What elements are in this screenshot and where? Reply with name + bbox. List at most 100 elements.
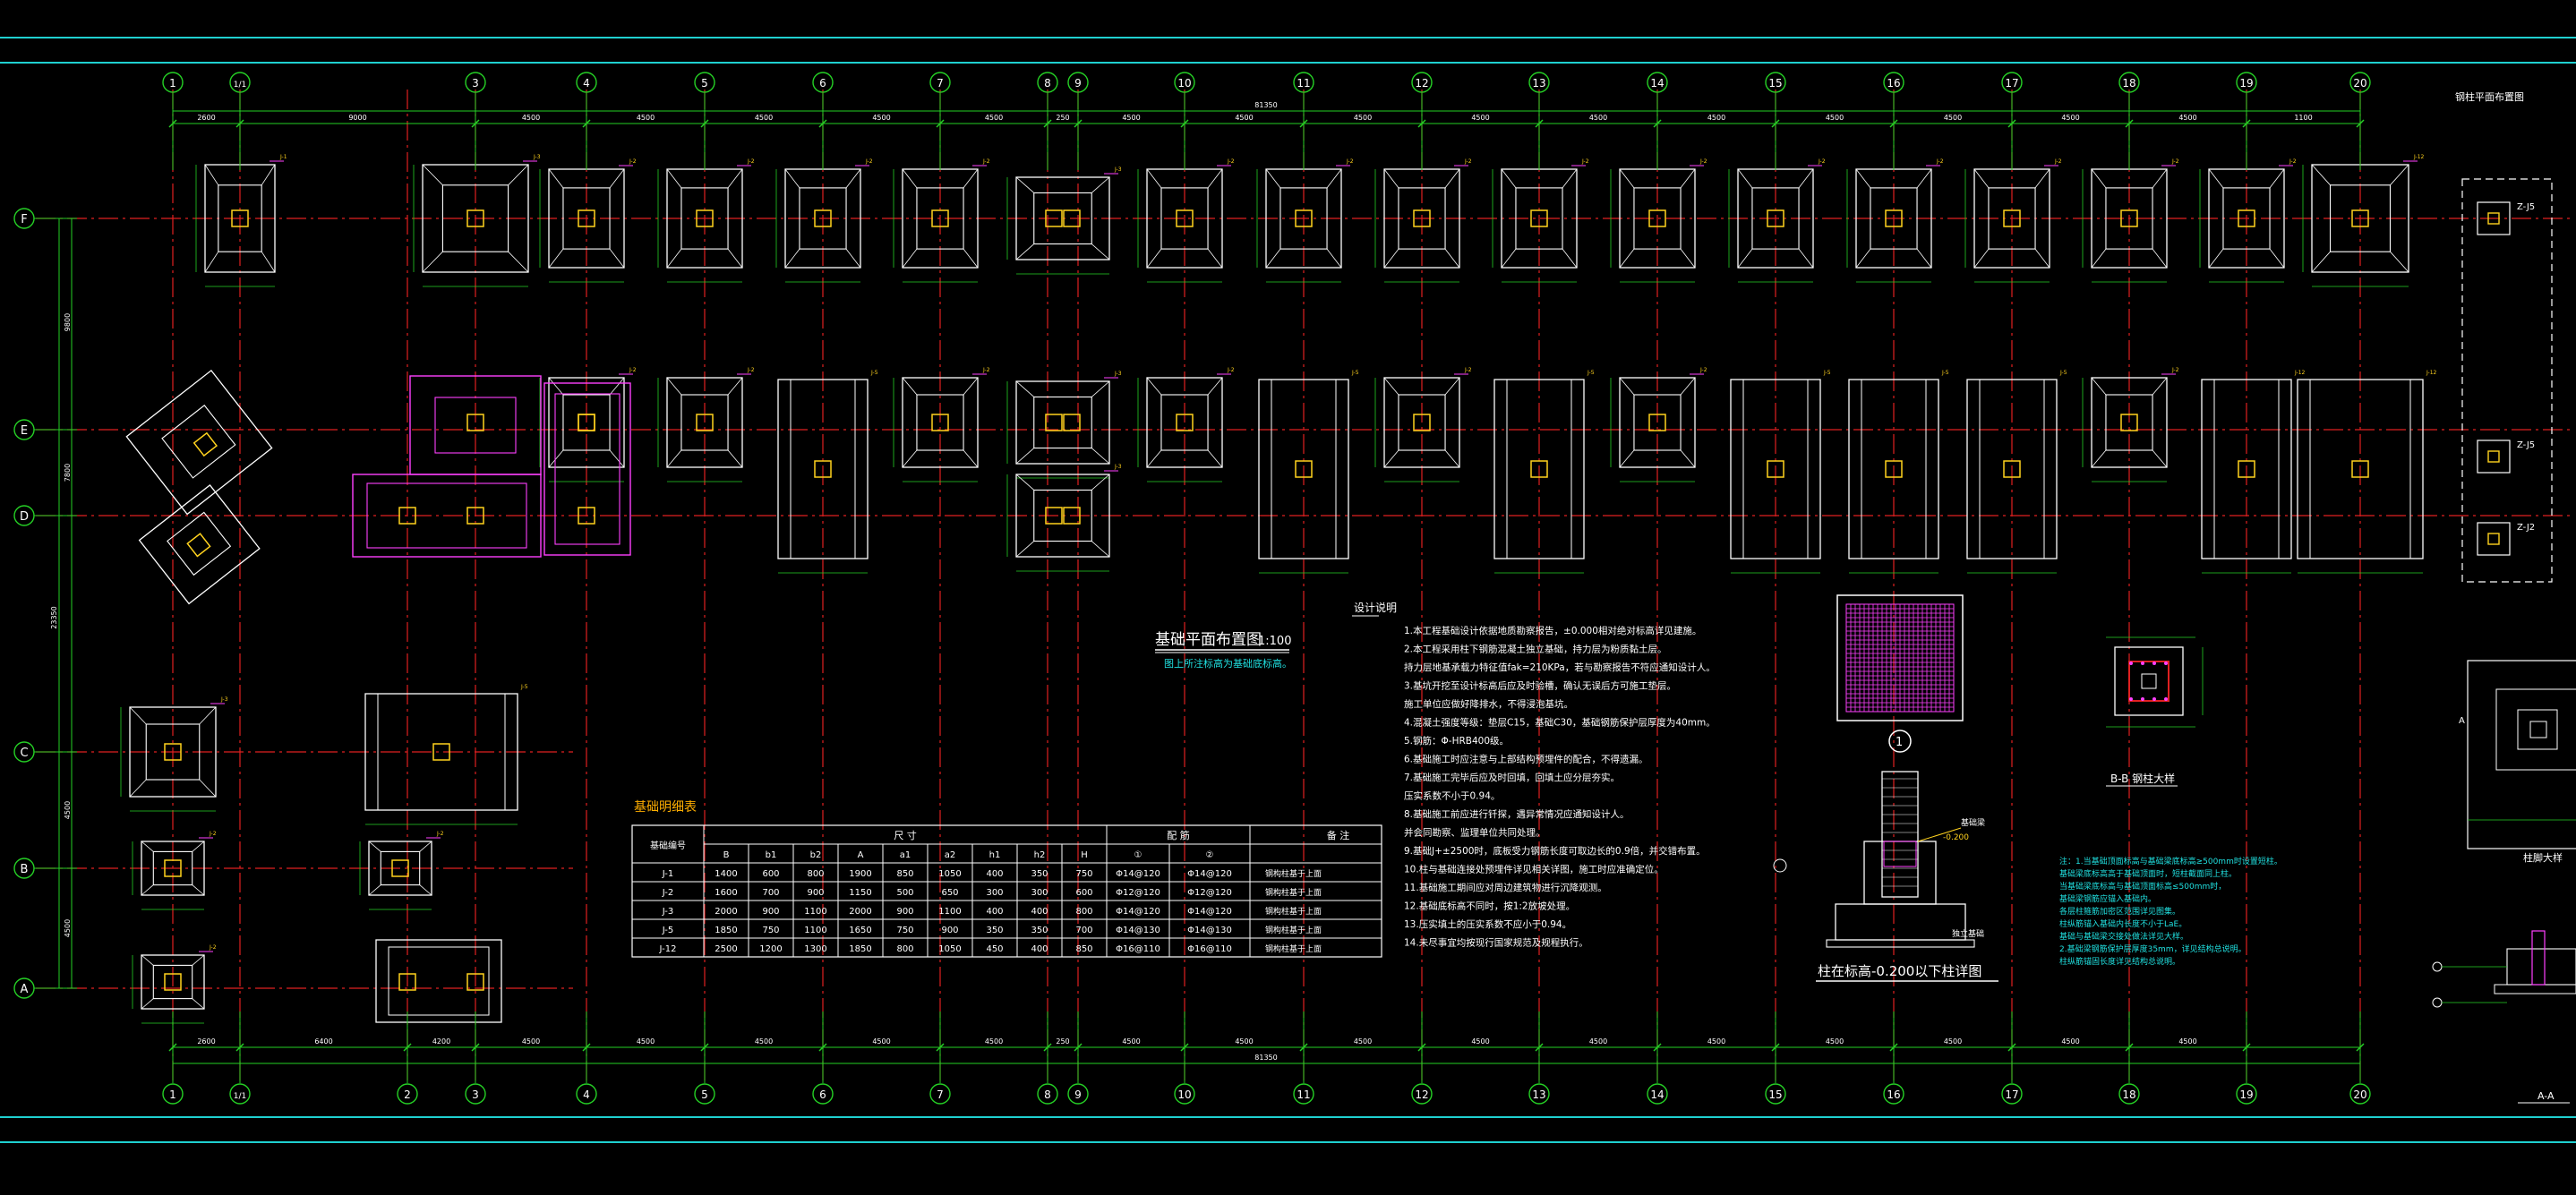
axis-bubble-top <box>1067 72 1089 93</box>
axis-label-top: 6 <box>819 77 826 90</box>
axis-label-top: 5 <box>701 77 708 90</box>
dim-label: 4500 <box>1589 114 1607 122</box>
row-label: C <box>20 747 28 760</box>
dim-total-label: 81350 <box>1254 1054 1277 1062</box>
table-cell: J-1 <box>662 869 674 879</box>
footing-edge <box>2034 168 2050 189</box>
notes-item: 施工单位应做好降排水，不得浸泡基坑。 <box>1404 698 1573 710</box>
footing-edge <box>192 884 205 896</box>
column-mark <box>814 209 832 227</box>
footing-edge <box>845 248 861 269</box>
dim-label: 4500 <box>1235 114 1253 122</box>
footing-edge <box>1383 449 1399 468</box>
footing-edge <box>1146 248 1162 269</box>
column-mark <box>1885 209 1903 227</box>
footing-edge <box>1973 248 1990 269</box>
dim-label: 250 <box>1056 1037 1069 1046</box>
column-mark <box>466 209 484 227</box>
table-cell: 1100 <box>804 907 826 917</box>
table-col-header: A <box>858 850 864 860</box>
footing-inner <box>145 723 201 781</box>
magenta-rect <box>352 474 542 558</box>
footing-edge <box>1091 541 1110 558</box>
aa-drawing: A <box>2432 660 2576 1104</box>
footing-edge <box>2390 164 2409 186</box>
column-mark <box>1176 414 1194 431</box>
footing-edge <box>1207 449 1223 468</box>
steel-col-tag: Z-J5 <box>2517 440 2535 450</box>
column-mark <box>398 507 416 525</box>
footing-edge <box>1444 377 1460 396</box>
footing-edge <box>192 841 205 852</box>
table-col-header: 基础编号 <box>650 840 686 851</box>
footing: J-3 <box>1006 371 1122 479</box>
footing-inner <box>562 187 611 250</box>
column-mark <box>1767 209 1784 227</box>
magenta-footing-group <box>352 375 631 558</box>
bb-outer <box>2114 646 2184 716</box>
axis-bubble-top <box>1037 72 1058 93</box>
dim-label: 4500 <box>755 1037 773 1046</box>
aa-outer <box>2467 660 2576 849</box>
footing-tag: J-3 <box>1114 166 1122 173</box>
footing-edge <box>902 449 918 468</box>
notes-item: 13.压实填土的压实系数不应小于0.94。 <box>1404 918 1571 930</box>
footing-edge <box>141 884 154 896</box>
notes-item: 10.柱与基础连接处预埋件详见相关详图，施工时应准确定位。 <box>1404 864 1664 875</box>
table-cell: 1650 <box>849 926 871 935</box>
magenta-rect-inner <box>554 393 620 545</box>
footing-outer <box>1015 474 1110 558</box>
notes-item: 压实系数不小于0.94。 <box>1404 790 1500 802</box>
table-cell: 900 <box>896 907 913 917</box>
column-mark <box>1063 414 1081 431</box>
table-cell: 750 <box>1075 869 1092 879</box>
footing-inner <box>1033 396 1092 449</box>
table-cell: 650 <box>941 888 958 898</box>
table-cell: 1150 <box>849 888 871 898</box>
footing-tag: J-2 <box>1699 367 1707 373</box>
axis-label-top: 19 <box>2239 77 2253 90</box>
rotated-inner <box>167 511 232 576</box>
axis-label-bottom: 13 <box>1532 1088 1545 1101</box>
table-col-header: a1 <box>900 850 911 860</box>
dim-label: 4500 <box>755 114 773 122</box>
column-mark <box>1063 507 1081 525</box>
axis-bubble-top <box>465 72 486 93</box>
footing-inner <box>1633 394 1682 451</box>
dim-label: 4500 <box>1122 1037 1140 1046</box>
axis-bubble-bottom <box>229 1083 251 1105</box>
axis-bubble-bottom <box>1293 1083 1314 1105</box>
footing-edge <box>548 168 564 189</box>
strip-inner <box>1742 379 1809 559</box>
footing-outer <box>548 377 625 468</box>
axis-label-bottom: 2 <box>404 1088 411 1101</box>
axis-label-top: 20 <box>2353 77 2366 90</box>
footing-outer <box>141 841 205 896</box>
footing-tag: J-2 <box>209 831 217 837</box>
footing-edge <box>199 779 217 798</box>
footing-strip: J-5 <box>1848 370 1949 574</box>
table-cell: Φ14@120 <box>1116 869 1160 879</box>
footing-edge <box>1091 380 1110 397</box>
footing: J-12 <box>2302 154 2425 287</box>
axis-bubble-top <box>2001 72 2023 93</box>
table-cell: Φ14@120 <box>1187 869 1232 879</box>
footing-edge <box>902 248 918 269</box>
footing-edge <box>1091 448 1110 465</box>
footing-inner <box>680 394 729 451</box>
column-mark <box>164 859 182 877</box>
dim-label: 4500 <box>1944 1037 1962 1046</box>
footing-edge <box>2152 248 2168 269</box>
footing: J-2 <box>1374 158 1472 283</box>
footing: J-2 <box>539 367 637 482</box>
bb-rebar <box>2152 697 2156 701</box>
table-cell: 600 <box>1075 888 1092 898</box>
axis-bubble-bottom <box>1765 1083 1786 1105</box>
cyan-note: 柱纵筋锚入基础内长度不小于LaE。 <box>2059 918 2187 929</box>
column-mark <box>2351 209 2369 227</box>
column-mark <box>398 973 416 991</box>
axis-label-bottom: 1/1 <box>234 1092 246 1101</box>
column-mark <box>164 973 182 991</box>
footing-tag: J-2 <box>629 367 637 373</box>
footing-edge <box>1091 243 1110 260</box>
